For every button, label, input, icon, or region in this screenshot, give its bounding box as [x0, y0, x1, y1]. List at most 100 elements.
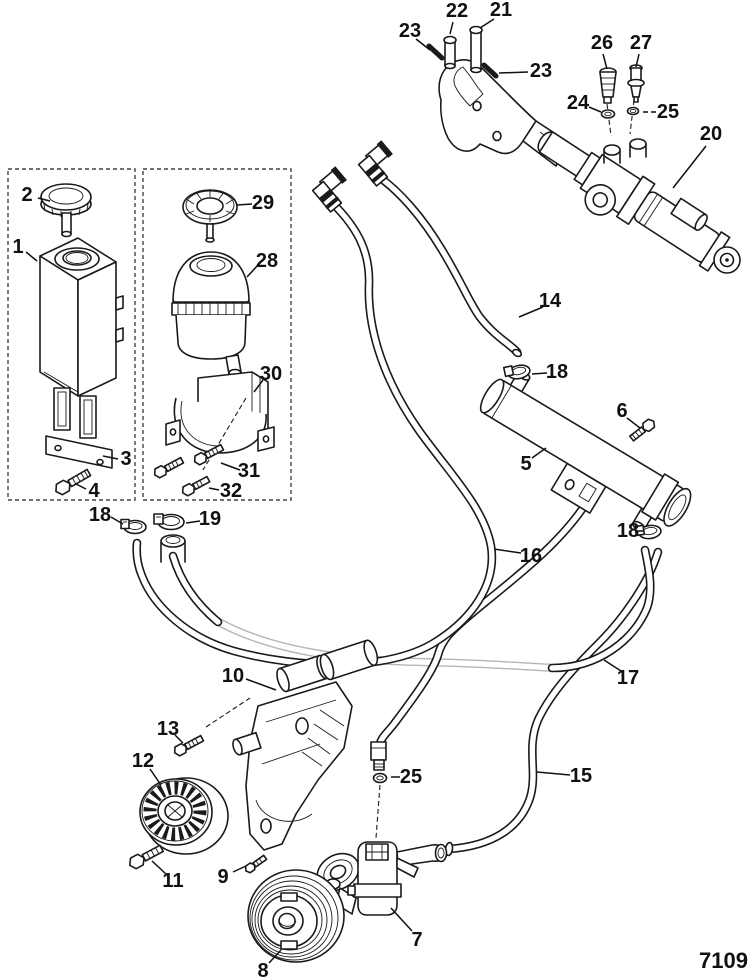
callout-18b: 18	[546, 361, 568, 383]
callout-10: 10	[222, 665, 244, 687]
elbow-fitting-14	[357, 140, 393, 187]
callout-13: 13	[157, 718, 179, 740]
callout-leader-26	[602, 53, 608, 70]
callout-leader-8	[268, 949, 282, 964]
hose-16	[132, 191, 497, 669]
fitting-axis-line	[375, 784, 381, 839]
callout-15: 15	[570, 765, 592, 787]
mounting-pin-22	[443, 35, 457, 70]
roll-pin-23a	[426, 43, 445, 61]
callout-leader-24	[588, 106, 602, 113]
bolt-11	[129, 844, 165, 870]
callout-leader-15	[536, 771, 571, 776]
callout-layer: 1234567891011121314151617181818192021222…	[12, 0, 722, 979]
callout-7: 7	[411, 929, 422, 951]
callout-leader-12	[149, 768, 162, 786]
detail-box-reservoir	[7, 168, 136, 501]
hose-14	[367, 167, 523, 358]
clamp-bolt-31a	[153, 456, 185, 479]
hose-clamp-18b	[502, 364, 531, 380]
callout-32: 32	[220, 480, 242, 502]
callout-leader-4	[75, 483, 87, 490]
fluid-cooler	[479, 370, 692, 532]
mounting-pin-21	[469, 25, 483, 74]
hose-17-dark-ends	[168, 545, 655, 673]
callout-16: 16	[520, 545, 542, 567]
port-boss-right	[629, 138, 647, 158]
callout-2: 2	[21, 184, 32, 206]
callout-14: 14	[539, 290, 562, 312]
callout-leader-14	[518, 306, 544, 318]
callout-23a: 23	[399, 20, 421, 42]
callout-leader-16	[493, 548, 522, 554]
elbow-fitting-16	[311, 166, 347, 213]
callout-leader-13	[174, 734, 184, 744]
callout-leader-21	[479, 18, 495, 29]
bolt-13	[173, 734, 205, 757]
callout-leader-23b	[498, 71, 529, 74]
callout-9: 9	[217, 866, 228, 888]
callout-25a: 25	[657, 101, 679, 123]
callout-22: 22	[446, 0, 468, 22]
supply-fitting	[370, 741, 387, 771]
callout-17: 17	[617, 667, 639, 689]
callout-4: 4	[88, 480, 100, 502]
callout-29: 29	[252, 192, 274, 214]
o-ring-25a	[626, 106, 640, 116]
fitting-27	[627, 64, 645, 103]
detail-box-round-reservoir	[142, 168, 292, 501]
drive-pulley	[247, 869, 345, 963]
bracket-bolt	[55, 468, 92, 496]
callout-leader-10	[245, 678, 277, 691]
callout-leader-18a	[110, 516, 124, 525]
callout-leader-6	[626, 417, 641, 429]
callout-30: 30	[260, 363, 282, 385]
idler-pulley	[139, 777, 229, 855]
fit26-axis	[606, 103, 612, 137]
pump-supply-hose	[375, 500, 590, 749]
hose-clamp-18a	[120, 518, 147, 535]
idler-axis-line	[205, 697, 251, 728]
callout-leader-20	[672, 145, 707, 189]
callout-leader-31	[220, 462, 241, 471]
callout-leader-17	[603, 659, 622, 672]
callout-5: 5	[520, 453, 531, 475]
callout-3: 3	[120, 448, 131, 470]
clamp-bracket	[165, 371, 275, 454]
clamp-bolt-31b	[193, 443, 225, 466]
callout-leader-5	[531, 447, 547, 459]
callout-20: 20	[700, 123, 722, 145]
fitting-26	[599, 67, 617, 104]
hose-clamp-19	[153, 513, 185, 531]
callout-23b: 23	[530, 60, 552, 82]
callout-1: 1	[12, 236, 23, 258]
filler-cap	[182, 189, 238, 243]
callout-leader-22	[449, 21, 454, 35]
callout-leader-29	[236, 203, 253, 206]
callout-26: 26	[591, 32, 613, 54]
callout-leader-30	[253, 379, 264, 393]
callout-21: 21	[490, 0, 512, 21]
callout-28: 28	[256, 250, 278, 272]
callout-18a: 18	[89, 504, 111, 526]
drawing-number: 7109	[699, 948, 748, 973]
round-reservoir	[171, 251, 251, 378]
callout-27: 27	[630, 32, 652, 54]
callout-leader-19	[185, 520, 201, 524]
callout-12: 12	[132, 750, 154, 772]
steering-actuator	[438, 59, 741, 274]
callout-leader-23a	[415, 38, 431, 51]
o-ring-25b	[372, 772, 388, 784]
clamp-bolt-32	[181, 475, 211, 497]
power-steering-pump	[316, 841, 448, 916]
reservoir-cap	[40, 183, 92, 238]
callout-18c: 18	[617, 520, 639, 542]
callout-leader-11	[151, 860, 167, 875]
callout-leader-18b	[531, 372, 548, 375]
cooler-bolt-6	[629, 418, 656, 442]
callout-leader-28	[246, 264, 259, 278]
assembly-axis-line	[202, 397, 247, 471]
callout-8: 8	[257, 960, 268, 979]
o-ring-24	[600, 109, 616, 119]
